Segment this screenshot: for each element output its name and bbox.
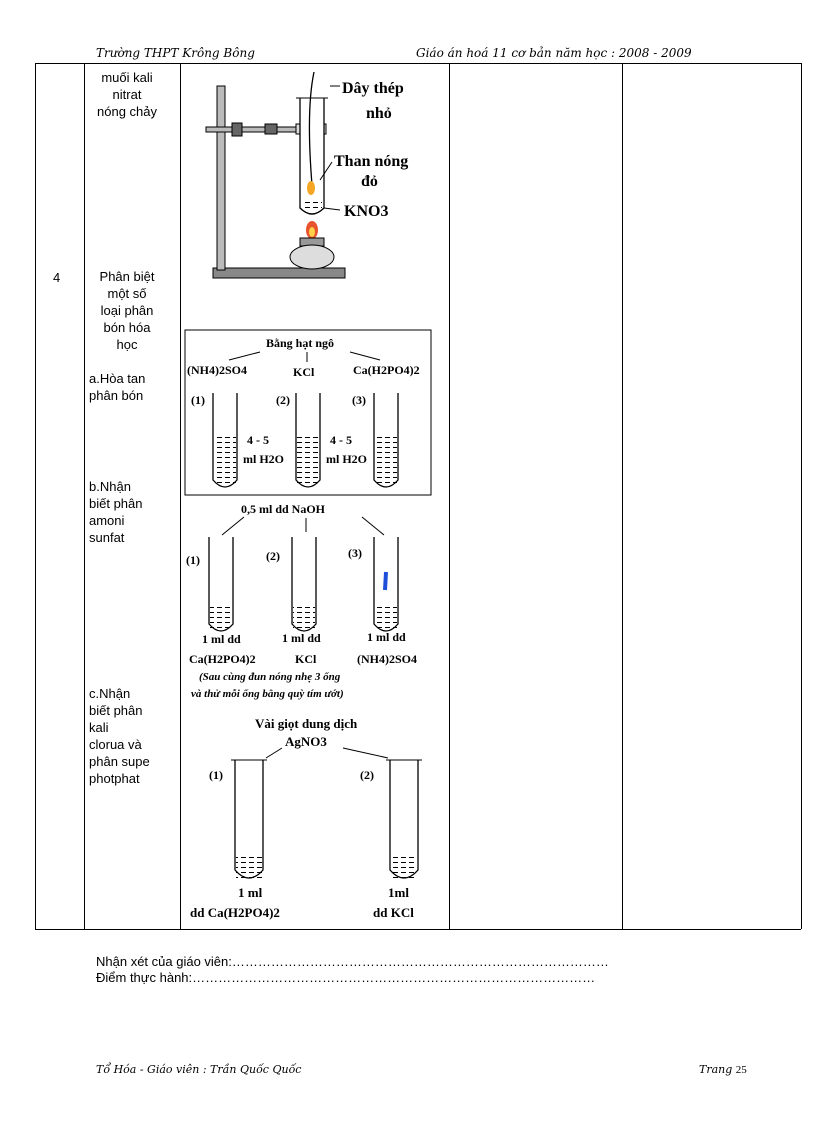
label-kno3: KNO3	[344, 203, 388, 220]
table-border-right	[801, 63, 802, 929]
kno3-salt	[302, 198, 322, 212]
label-water-amount-1: 4 - 5	[247, 433, 269, 447]
label-sol4-1: dd Ca(H2PO4)2	[190, 905, 280, 920]
label-amount-2: 1 ml dd	[282, 631, 321, 645]
label-agno3-1: Vài giọt dung dịch	[255, 716, 358, 731]
litmus-paper	[383, 571, 388, 591]
label-sol-1: Ca(H2PO4)2	[189, 652, 256, 666]
teacher-comment-line: Nhận xét của giáo viên:………………………………………………	[96, 954, 609, 969]
label-tube3-3: (3)	[348, 546, 362, 560]
figure-agno3-test: Vài giọt dung dịch AgNO3 (1) (2) 1 ml dd…	[190, 716, 422, 920]
label-amount-1: 1 ml dd	[202, 632, 241, 646]
label-charcoal-2: đỏ	[361, 173, 378, 190]
label-wire-2: nhỏ	[366, 105, 392, 122]
label-tube3-2: (2)	[266, 549, 280, 563]
label-sol-3: (NH4)2SO4	[357, 652, 417, 666]
header-school: Trường THPT Krông Bông	[96, 46, 255, 60]
label-corn: Bằng hạt ngô	[266, 336, 334, 350]
label-sol-2: KCl	[295, 652, 317, 666]
footer-teacher: Tổ Hóa - Giáo viên : Trần Quốc Quốc	[96, 1063, 302, 1076]
figure-frame	[184, 329, 432, 496]
figure-dissolve: Bằng hạt ngô (NH4)2SO4 KCl Ca(H2PO4)2 (1…	[184, 329, 432, 496]
label-tube3-1: (1)	[186, 553, 200, 567]
footer-page-label: Trang	[699, 1063, 733, 1076]
header-rule	[35, 63, 801, 64]
label-naoh: 0,5 ml dd NaOH	[241, 502, 326, 516]
stand-rod	[216, 85, 226, 271]
clamp-joint	[231, 122, 243, 137]
table-divider-2	[180, 63, 181, 929]
label-water-unit-2: ml H2O	[326, 452, 367, 466]
spirit-lamp	[289, 244, 335, 270]
label-tube-1: (1)	[191, 393, 205, 407]
row-number: 4	[53, 270, 61, 285]
table-divider-4	[622, 63, 623, 929]
header-course: Giáo án hoá 11 cơ bản năm học : 2008 - 2…	[416, 46, 692, 60]
figure-naoh-test: 0,5 ml dd NaOH (1) (2) (3) 1 ml dd 1 ml …	[186, 502, 417, 700]
label-wire: Dây thép	[342, 80, 404, 97]
label-tube-2: (2)	[276, 393, 290, 407]
label-agno3-2: AgNO3	[285, 734, 327, 749]
label-tube4-1: (1)	[209, 768, 223, 782]
clamp-arm	[205, 126, 301, 133]
footer-page-number: 25	[735, 1064, 747, 1076]
label-amount4-2: 1ml	[388, 885, 409, 900]
label-tube4-2: (2)	[360, 768, 374, 782]
label-amount4-1: 1 ml	[238, 885, 263, 900]
label-sol4-2: dd KCl	[373, 905, 414, 920]
table-border-bottom	[35, 929, 801, 930]
figure-kno3-apparatus: Dây thép nhỏ Than nóng đỏ KNO3	[205, 71, 408, 279]
stand-base	[212, 267, 346, 279]
label-charcoal: Than nóng	[334, 153, 408, 170]
label-salt-1: (NH4)2SO4	[187, 363, 247, 377]
label-salt-2: KCl	[293, 365, 315, 379]
label-water-amount-2: 4 - 5	[330, 433, 352, 447]
label-amount-3: 1 ml dd	[367, 630, 406, 644]
hot-charcoal	[307, 181, 315, 195]
heating-tube	[299, 98, 325, 215]
table-divider-1	[84, 63, 85, 929]
label-water-unit-1: ml H2O	[243, 452, 284, 466]
table-divider-3	[449, 63, 450, 929]
table-border-left	[35, 63, 36, 929]
label-salt-3: Ca(H2PO4)2	[353, 363, 420, 377]
footer-page: Trang 25	[699, 1063, 747, 1076]
label-note-1: (Sau cùng đun nóng nhẹ 3 ống	[199, 671, 341, 683]
steel-wire	[308, 71, 315, 186]
label-note-2: và thử mỗi ống bằng quỳ tím ướt)	[191, 688, 344, 700]
practice-score-line: Điểm thực hành:……………………………………………………………………	[96, 970, 596, 985]
label-tube-3: (3)	[352, 393, 366, 407]
